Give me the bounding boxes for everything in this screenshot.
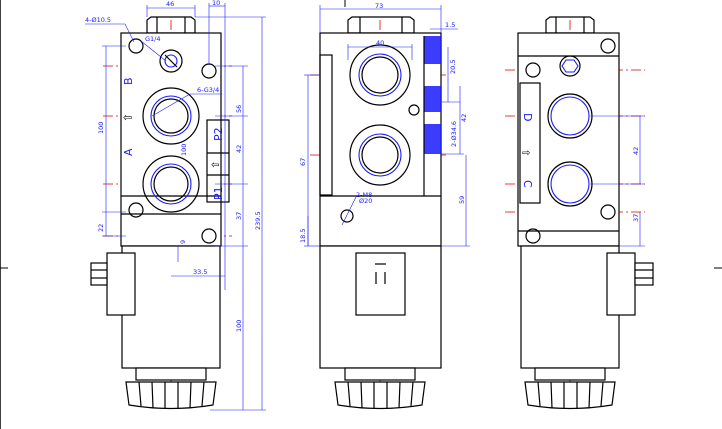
side-view: 73 40 1.5 20.5 2-Ø34.6 42 67 59 2-M8 Ø20…	[299, 2, 470, 410]
port-a-label: A	[122, 148, 135, 156]
dim-text: 6-G3/4	[197, 86, 219, 94]
dim-text: 73	[375, 2, 383, 10]
dim-text: 40	[376, 39, 384, 47]
dim-text: 42	[460, 114, 468, 122]
dim-text: 100	[180, 144, 188, 156]
front-view: B A ⇦ P2 P1 ⇦	[85, 0, 266, 411]
dim-text: Ø20	[359, 197, 372, 205]
port-p2-label: P2	[212, 127, 225, 141]
dim-text: 1.5	[445, 21, 455, 29]
port-b-label: B	[122, 77, 135, 85]
port-d-label: D	[521, 113, 534, 121]
dim-text: 42	[235, 145, 243, 153]
dim-text: 67	[299, 158, 307, 166]
arrow-glyph: ⇦	[123, 111, 132, 124]
back-view: D C ⇨ 42 37	[505, 16, 654, 410]
dim-text: 100	[97, 122, 105, 134]
dim-text: 18.5	[299, 229, 307, 243]
arrow-glyph: ⇦	[211, 160, 219, 171]
port-c-label: C	[521, 180, 534, 188]
dim-text: 37	[235, 212, 243, 220]
dim-text: G1/4	[145, 35, 161, 43]
dim-text: 2-M8	[356, 191, 372, 199]
dim-text: 2-Ø34.6	[450, 121, 458, 147]
dim-text: 37	[632, 214, 640, 222]
dim-text: 9	[179, 240, 187, 244]
dim-text: 4-Ø10.5	[85, 16, 111, 24]
dim-text: 239.5	[254, 211, 262, 230]
dim-text: 20.5	[449, 60, 457, 74]
dim-text: 10	[212, 0, 220, 7]
dim-text: 42	[632, 147, 640, 155]
arrow-glyph: ⇨	[522, 148, 530, 159]
dim-text: 56	[235, 105, 243, 113]
port-p1-label: P1	[212, 186, 225, 200]
dim-text: 46	[166, 0, 174, 8]
dim-text: 100	[235, 320, 243, 332]
dim-text: 33.5	[193, 268, 207, 276]
dim-text: 59	[458, 196, 466, 204]
dim-text: 22	[97, 224, 105, 232]
